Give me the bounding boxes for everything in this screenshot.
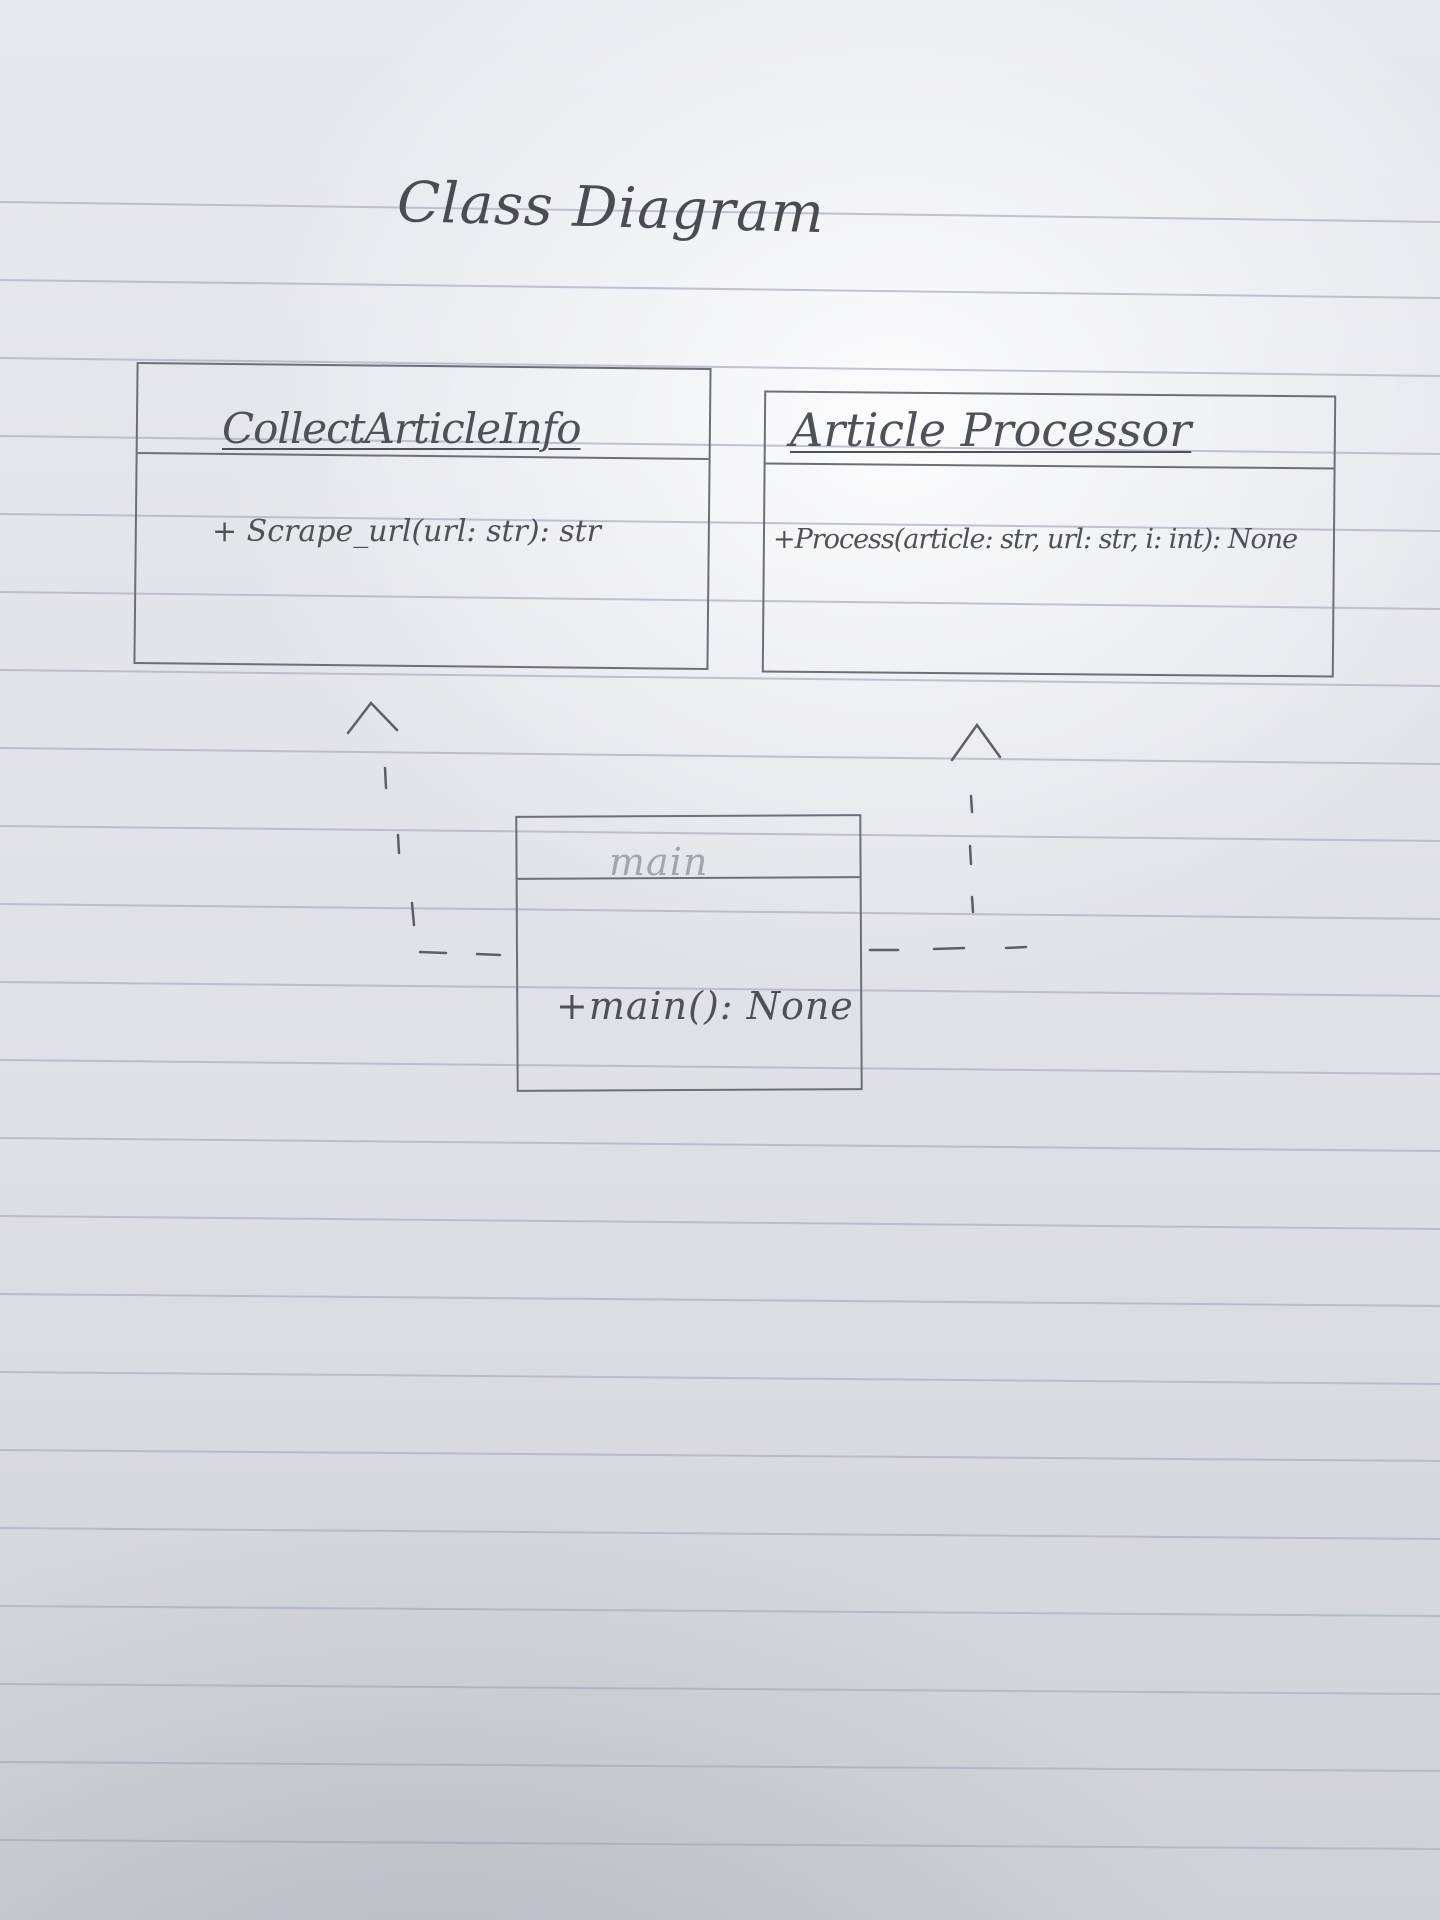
arrowhead-open-icon (950, 722, 1002, 762)
dependency-main-to-collect-article-info (346, 701, 502, 957)
method-main: +main(): None (556, 984, 854, 1028)
method-process: +Process(article: str, url: str, i: int)… (773, 524, 1298, 555)
dashed-segment (968, 844, 973, 866)
dashed-segment (970, 895, 975, 914)
dashed-segment (410, 901, 416, 927)
class-name-collect-article-info: CollectArticleInfo (222, 404, 582, 453)
dashed-segment (1004, 945, 1028, 950)
dashed-segment (418, 950, 448, 955)
dependency-main-to-article-processor (868, 722, 1028, 952)
class-name-main: main (609, 840, 709, 884)
arrowhead-open-icon (346, 701, 399, 735)
dashed-segment (383, 766, 388, 790)
method-scrape-url: + Scrape_url(url: str): str (212, 514, 602, 549)
dashed-segment (396, 833, 401, 855)
class-name-article-processor: Article Processor (790, 403, 1192, 457)
dashed-segment (932, 946, 966, 951)
dashed-segment (969, 794, 974, 814)
dashed-segment (475, 952, 502, 957)
